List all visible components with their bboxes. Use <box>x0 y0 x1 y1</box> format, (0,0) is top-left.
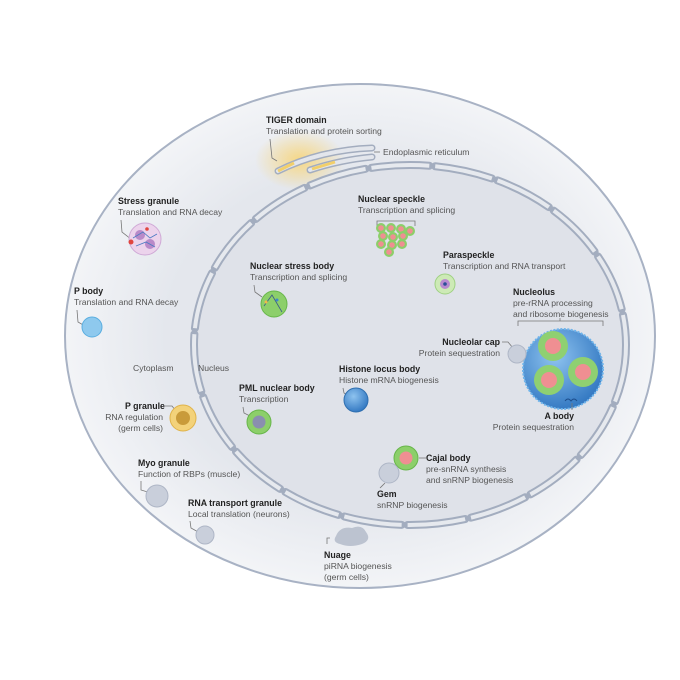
rna-transport-granule <box>195 525 215 545</box>
nucleolus-title: Nucleolus <box>513 287 555 297</box>
p-body-title: P body <box>74 286 103 296</box>
pml-nuclear-body-function: Transcription <box>239 394 289 404</box>
stress-granule-title: Stress granule <box>118 196 179 206</box>
p-granule-function-2: (germ cells) <box>118 423 163 433</box>
gem <box>378 462 400 484</box>
p-granule-function-1: RNA regulation <box>105 412 163 422</box>
cajal-body-function-1: pre-snRNA synthesis <box>426 464 506 474</box>
histone-locus-body <box>343 387 369 413</box>
paraspeckle-function: Transcription and RNA transport <box>443 261 566 271</box>
nuage-title: Nuage <box>324 550 351 560</box>
paraspeckle <box>434 273 456 295</box>
speckle-granule <box>398 226 404 232</box>
tiger-domain-function: Translation and protein sorting <box>266 126 382 136</box>
nucleolar-cap-function: Protein sequestration <box>419 348 500 358</box>
nuclear-speckle-function: Transcription and splicing <box>358 205 455 215</box>
nuage-function-2: (germ cells) <box>324 572 369 582</box>
cajal-body-function-2: and snRNP biogenesis <box>426 475 513 485</box>
nucleolar-cap <box>507 344 527 364</box>
nuclear-stress-body-title: Nuclear stress body <box>250 261 334 271</box>
nuclear-speckle-title: Nuclear speckle <box>358 194 425 204</box>
myo-granule <box>145 484 169 508</box>
pml-nuclear-body <box>246 409 272 435</box>
gem-title: Gem <box>377 489 397 499</box>
nucleolus-function-1: pre-rRNA processing <box>513 298 593 308</box>
p-granule-title: P granule <box>125 401 165 411</box>
a-body-function: Protein sequestration <box>493 422 574 432</box>
speckle-granule <box>400 233 406 239</box>
cytoplasm-label: Cytoplasm <box>133 363 174 373</box>
nucleolar-cap-title: Nucleolar cap <box>442 337 500 347</box>
nuage <box>334 526 369 546</box>
myo-granule-function: Function of RBPs (muscle) <box>138 469 240 479</box>
nucleus <box>194 165 626 525</box>
a-body <box>564 398 578 402</box>
paraspeckle-title: Paraspeckle <box>443 250 494 260</box>
tiger-domain-title: TIGER domain <box>266 115 327 125</box>
speckle-granule <box>378 241 384 247</box>
nuclear-speckle <box>376 223 415 257</box>
cajal-body-title: Cajal body <box>426 453 471 463</box>
stress-granule-function: Translation and RNA decay <box>118 207 223 217</box>
speckle-granule <box>378 225 384 231</box>
er-label: Endoplasmic reticulum <box>383 147 469 157</box>
nucleolus <box>522 328 604 410</box>
speckle-granule <box>389 242 395 248</box>
histone-locus-body-title: Histone locus body <box>339 364 420 374</box>
stress-granule <box>128 222 162 256</box>
nuclear-stress-body <box>260 290 288 318</box>
rna-transport-granule-title: RNA transport granule <box>188 498 282 508</box>
speckle-granule <box>407 228 413 234</box>
speckle-granule <box>386 249 392 255</box>
a-body-title: A body <box>545 411 575 421</box>
speckle-granule <box>380 233 386 239</box>
myo-granule-title: Myo granule <box>138 458 190 468</box>
nuage-function-1: piRNA biogenesis <box>324 561 392 571</box>
gem-function: snRNP biogenesis <box>377 500 448 510</box>
nucleus-label: Nucleus <box>198 363 229 373</box>
p-body <box>81 316 103 338</box>
rna-transport-granule-function: Local translation (neurons) <box>188 509 290 519</box>
pml-nuclear-body-title: PML nuclear body <box>239 383 315 393</box>
p-body-function: Translation and RNA decay <box>74 297 179 307</box>
nuclear-stress-body-function: Transcription and splicing <box>250 272 347 282</box>
p-granule <box>169 404 197 432</box>
nucleolus-function-2: and ribosome biogenesis <box>513 309 609 319</box>
speckle-granule <box>390 234 396 240</box>
cajal-body <box>393 445 419 471</box>
histone-locus-body-function: Histone mRNA biogenesis <box>339 375 439 385</box>
speckle-granule <box>399 241 405 247</box>
speckle-granule <box>388 225 394 231</box>
